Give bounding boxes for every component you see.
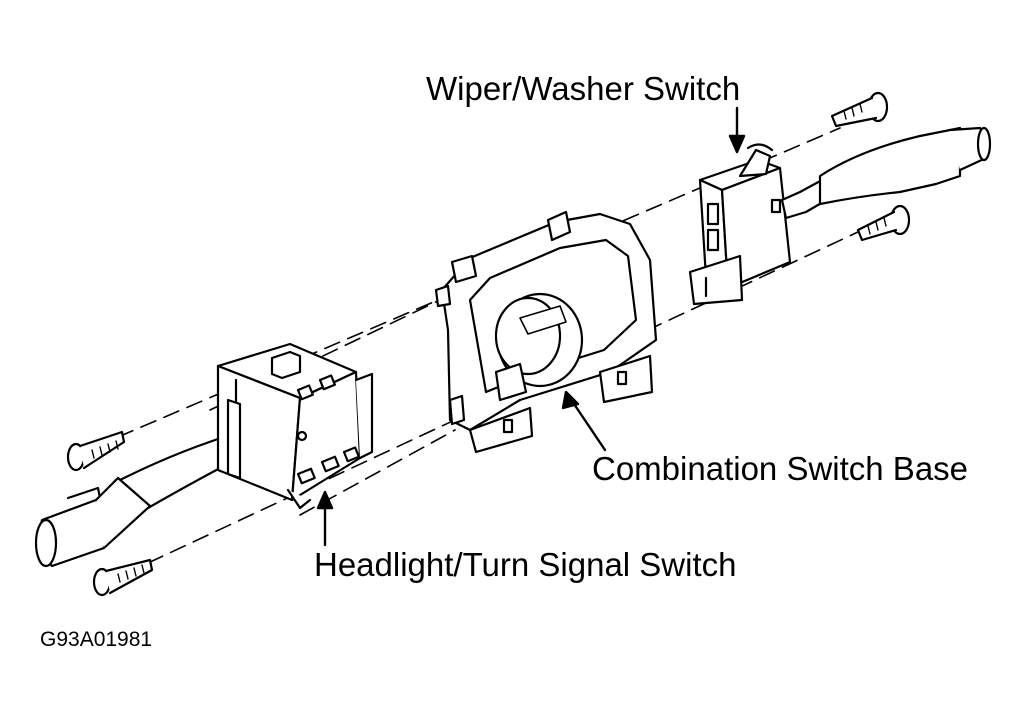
figure-id: G93A01981 [40,628,153,651]
headlight-turn-signal-switch [34,342,374,568]
combination-switch-base-label: Combination Switch Base [592,450,969,487]
combination-switch-base [434,210,658,454]
screw-upper-right [830,91,889,128]
screw-lower-left [92,558,154,597]
headlight-turn-signal-switch-label: Headlight/Turn Signal Switch [314,546,737,583]
wiper-washer-switch [688,126,992,306]
wiper-washer-switch-label: Wiper/Washer Switch [426,70,741,107]
leader-arrows [316,106,746,547]
arrow-base [568,396,607,452]
screw-upper-left [66,430,126,472]
screw-lower-right [856,204,911,242]
